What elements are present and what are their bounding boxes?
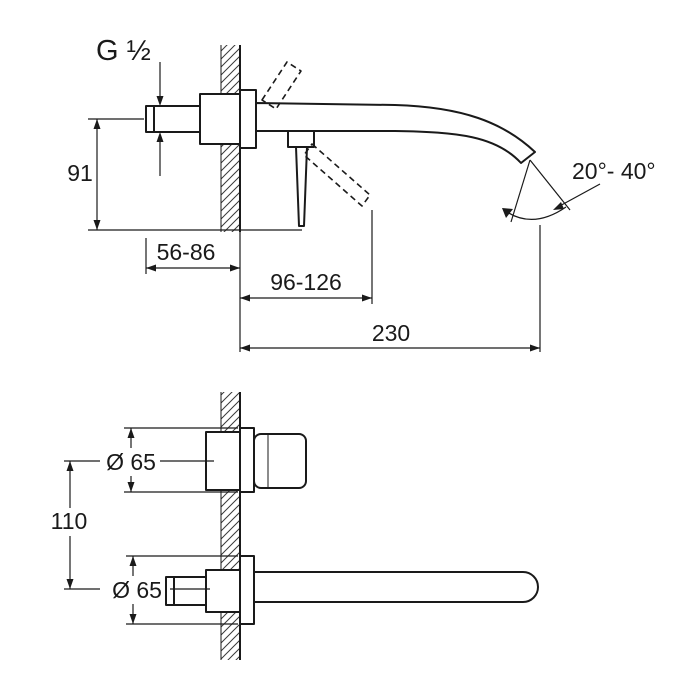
supply-pipe-body xyxy=(145,105,207,133)
mixer-knob xyxy=(253,433,307,489)
dim-label-110: 110 xyxy=(51,508,88,534)
angle-leg-vertical xyxy=(510,159,531,223)
leader-arrow-icon xyxy=(553,202,564,210)
dim-label-diameter-top: Ø 65 xyxy=(106,449,156,475)
arrow-down-icon xyxy=(129,614,137,624)
dim-label-56-86: 56-86 xyxy=(157,239,216,265)
arrow-down-icon xyxy=(127,482,135,492)
dim-label-91: 91 xyxy=(67,160,93,186)
spout-supply-pipe xyxy=(165,576,207,606)
lever-alt-position-up xyxy=(261,61,302,110)
mixer-escutcheon xyxy=(239,427,255,493)
top-view: G ½ 91 56-86 96 xyxy=(67,35,656,352)
spout-escutcheon-bottom xyxy=(239,555,255,625)
lever-alt-position-out xyxy=(303,143,371,207)
dim-angle: 20°- 40° xyxy=(502,158,656,223)
arrow-down-icon xyxy=(66,579,74,589)
dim-91: 91 xyxy=(67,118,302,231)
arrow-up-icon xyxy=(156,132,164,142)
lever-pivot xyxy=(287,130,315,148)
spout-rough-in xyxy=(205,569,241,613)
spout-tube xyxy=(253,571,539,603)
arrow-left-icon xyxy=(146,264,156,272)
lever-handle xyxy=(295,146,308,227)
dim-label-96-126: 96-126 xyxy=(270,269,342,295)
rough-in-body-top xyxy=(199,93,241,145)
dim-230: 230 xyxy=(240,225,541,352)
spout-profile xyxy=(255,102,536,164)
spout-unit-bottom xyxy=(165,555,539,625)
dim-diameter-bottom: Ø 65 xyxy=(112,555,238,625)
mixer-control-unit xyxy=(160,427,307,493)
spout-escutcheon-top xyxy=(239,89,257,149)
supply-pipe xyxy=(145,105,207,133)
arc-arrow-icon xyxy=(502,208,513,218)
angle-leader-line xyxy=(555,183,601,209)
arrow-down-icon xyxy=(93,220,101,230)
arrow-up-icon xyxy=(93,119,101,129)
dim-56-86: 56-86 xyxy=(145,238,240,274)
arrow-up-icon xyxy=(127,428,135,438)
arrow-right-icon xyxy=(230,264,240,272)
arrow-up-icon xyxy=(129,556,137,566)
dim-label-230: 230 xyxy=(372,320,410,346)
bottom-view: Ø 65 110 Ø 65 xyxy=(51,392,539,660)
angle-arc xyxy=(506,206,567,221)
angle-label: 20°- 40° xyxy=(572,158,656,184)
dim-label-diameter-bottom: Ø 65 xyxy=(112,577,162,603)
arrow-right-icon xyxy=(362,294,372,302)
arrow-left-icon xyxy=(240,344,250,352)
arrow-down-icon xyxy=(156,96,164,106)
arrow-up-icon xyxy=(66,461,74,471)
dim-96-126: 96-126 xyxy=(240,210,373,304)
dim-110: 110 xyxy=(51,460,100,590)
dim-diameter-top: Ø 65 xyxy=(106,427,238,493)
arrow-left-icon xyxy=(240,294,250,302)
arrow-right-icon xyxy=(530,344,540,352)
dim-thread: G ½ xyxy=(96,35,164,176)
thread-label: G ½ xyxy=(96,35,151,67)
angle-leg-slanted xyxy=(529,159,571,211)
